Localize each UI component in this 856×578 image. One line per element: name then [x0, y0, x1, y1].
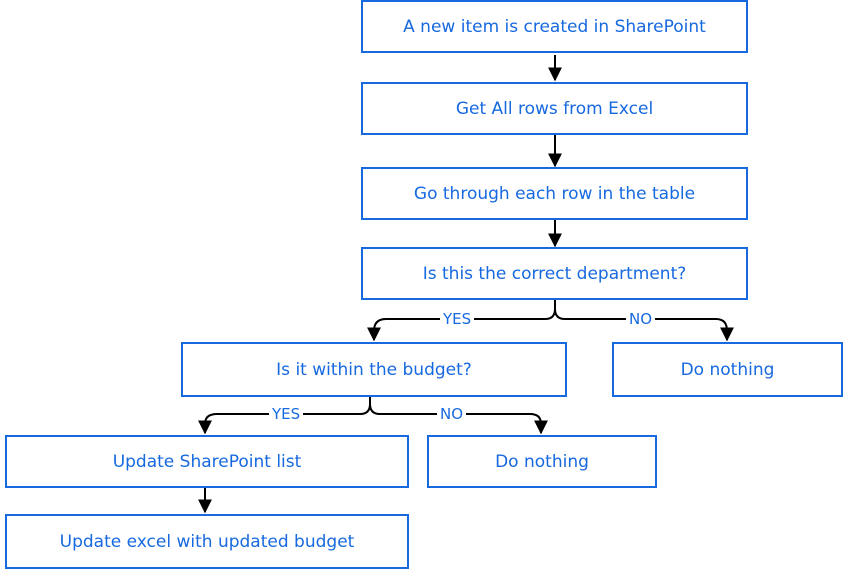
connector-dept-no — [554, 308, 734, 342]
node-update-excel: Update excel with updated budget — [5, 514, 409, 569]
node-trigger: A new item is created in SharePoint — [361, 0, 748, 53]
node-loop: Go through each row in the table — [361, 167, 748, 220]
node-budget-no-action: Do nothing — [427, 435, 657, 488]
branch-label-dept-yes: YES — [440, 311, 475, 327]
node-dept-check: Is this the correct department? — [361, 247, 748, 300]
branch-label-budget-yes: YES — [269, 406, 304, 422]
node-update-list: Update SharePoint list — [5, 435, 409, 488]
connector-budget-no — [369, 403, 548, 435]
node-dept-no-action: Do nothing — [612, 342, 843, 397]
node-get-rows: Get All rows from Excel — [361, 82, 748, 135]
branch-label-budget-no: NO — [437, 406, 467, 422]
node-budget-check: Is it within the budget? — [181, 342, 567, 397]
branch-label-dept-no: NO — [626, 311, 656, 327]
